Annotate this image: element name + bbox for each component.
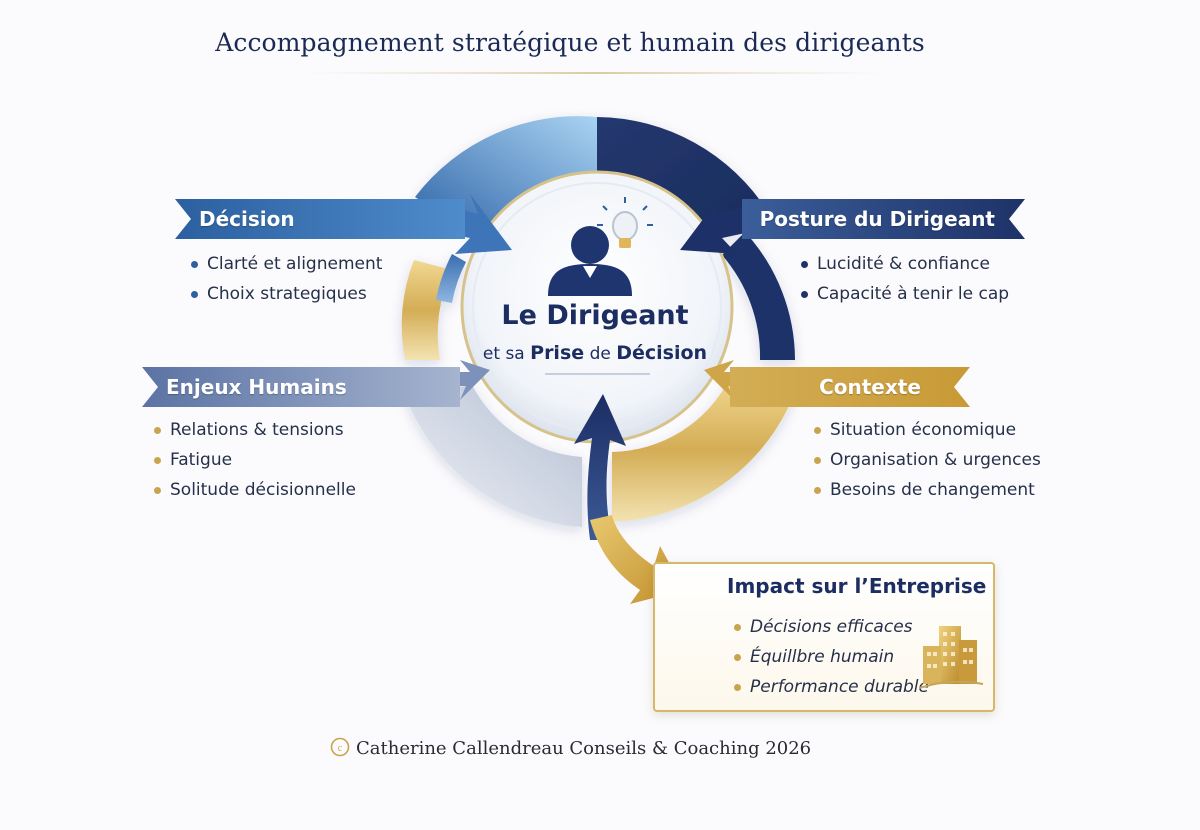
title-divider [300, 72, 890, 74]
arrow-center-up [574, 394, 626, 540]
arrow-posture [680, 194, 750, 254]
center-title: Le Dirigeant [501, 300, 689, 331]
banner-posture-label: Posture du Dirigeant [759, 207, 995, 231]
list-item: Lucidité & confiance [800, 249, 1009, 279]
banner-enjeux-humains-label: Enjeux Humains [166, 375, 347, 399]
list-item: Clarté et alignement [190, 249, 382, 279]
banner-enjeux-humains: Enjeux Humains [142, 367, 460, 407]
list-item: Fatigue [153, 445, 356, 475]
impact-list: Décisions efficaces Équillbre humain Per… [733, 612, 929, 702]
contexte-list: Situation économique Organisation & urge… [813, 415, 1041, 505]
footer-text: Catherine Callendreau Conseils & Coachin… [356, 738, 812, 759]
banner-contexte-label: Contexte [819, 375, 921, 399]
list-item: Choix strategiques [190, 279, 382, 309]
impact-title: Impact sur l’Entreprise [727, 574, 987, 598]
center-subtitle-mid: de [589, 344, 611, 364]
ring-segment-inner-gold [401, 260, 452, 360]
ring-segment-right [722, 232, 795, 360]
page-title: Accompagnement stratégique et humain des… [215, 28, 925, 57]
list-item: Capacité à tenir le cap [800, 279, 1009, 309]
posture-list: Lucidité & confiance Capacité à tenir le… [800, 249, 1009, 309]
arrow-contexte [704, 360, 752, 400]
center-subtitle: et sa Prise de Décision [470, 342, 720, 364]
banner-decision-label: Décision [199, 207, 295, 231]
footer-copyright: c Catherine Callendreau Conseils & Coach… [330, 737, 811, 759]
list-item: Équillbre humain [733, 642, 929, 672]
list-item: Besoins de changement [813, 475, 1041, 505]
ring-segment-silver [405, 385, 582, 527]
list-item: Organisation & urgences [813, 445, 1041, 475]
list-item: Décisions efficaces [733, 612, 929, 642]
banner-contexte: Contexte [730, 367, 970, 407]
impact-box: Impact sur l’Entreprise Décisions effica… [653, 562, 995, 712]
center-subtitle-word-2: Décision [616, 342, 708, 364]
copyright-icon: c [330, 737, 350, 757]
building-icon [919, 626, 983, 689]
center-subtitle-word-1: Prise [530, 342, 585, 364]
person-icon [548, 226, 632, 296]
list-item: Performance durable [733, 672, 929, 702]
list-item: Solitude décisionnelle [153, 475, 356, 505]
banner-decision: Décision [175, 199, 465, 239]
arrow-humains [440, 360, 490, 400]
list-item: Relations & tensions [153, 415, 356, 445]
decision-list: Clarté et alignement Choix strategiques [190, 249, 382, 309]
list-item: Situation économique [813, 415, 1041, 445]
svg-text:c: c [338, 743, 343, 754]
center-subtitle-prefix: et sa [482, 344, 525, 364]
ring-segment-inner-blue [436, 254, 466, 303]
banner-posture: Posture du Dirigeant [742, 199, 1025, 239]
enjeux-humains-list: Relations & tensions Fatigue Solitude dé… [153, 415, 356, 505]
lightbulb-icon [597, 197, 653, 248]
ring-segment-gold [612, 378, 800, 522]
